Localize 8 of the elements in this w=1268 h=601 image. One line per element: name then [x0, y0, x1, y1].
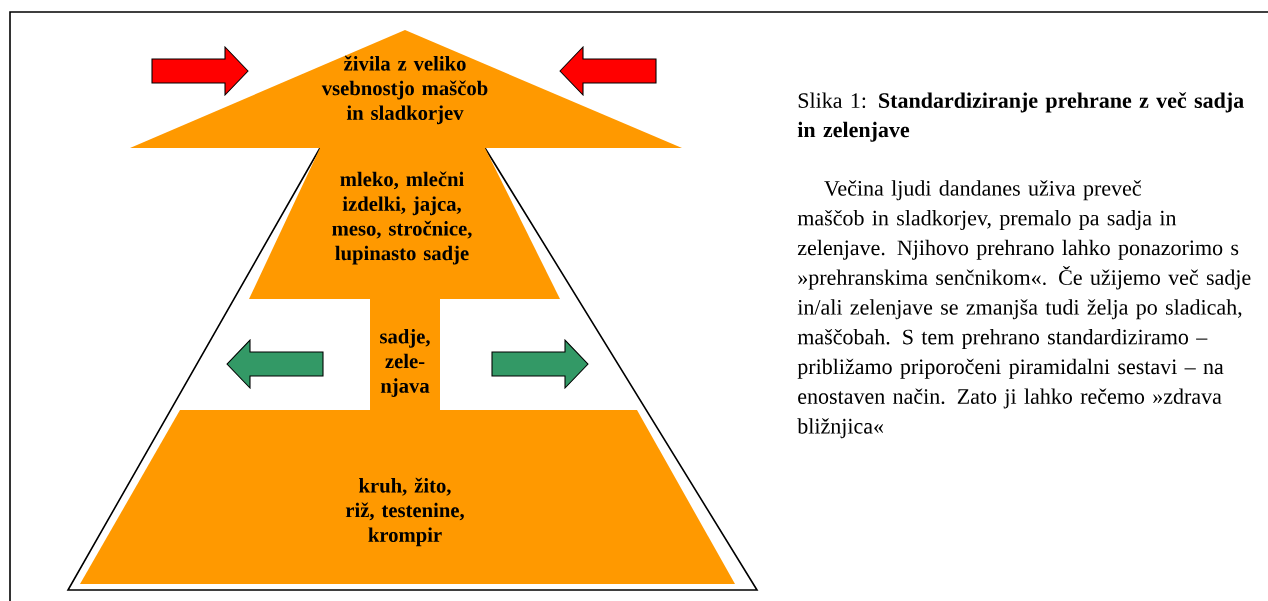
pyramid-layer: kruh, žito, riž, testenine, krompir: [80, 410, 735, 584]
pyramid-layer: sadje, zele- njava: [370, 296, 440, 414]
caption: Slika 1: Standardiziranje prehrane z več sadja in zelenjave: [797, 92, 1244, 142]
paragraph: Večina ljudi dandanes uživa preveč maščob in sladkorjev, premalo pa sadja in zelenjave. Njihovo prehrano lahko ponazorimo s »prehranskima senčnikom«. Če užijemo več sadje in/ali zelenjave se zmanjša tudi želja po sladicah, maščobah. S tem prehrano standardiziramo – približamo priporočeni piramidalni sestavi – na enostaven način. Zato ji lahko rečemo »zdrava bližnjica«: [797, 180, 1251, 439]
node-label: sadje, zele- njava: [380, 328, 430, 398]
pyramid-layer: mleko, mlečni izdelki, jajca, meso, stročnice, lupinasto sadje: [249, 148, 560, 299]
pyramid-layer: živila z veliko vsebnostjo maščob in sladkorjev: [130, 30, 682, 148]
node-label: mleko, mlečni izdelki, jajca, meso, stročnice, lupinasto sadje: [332, 171, 472, 265]
